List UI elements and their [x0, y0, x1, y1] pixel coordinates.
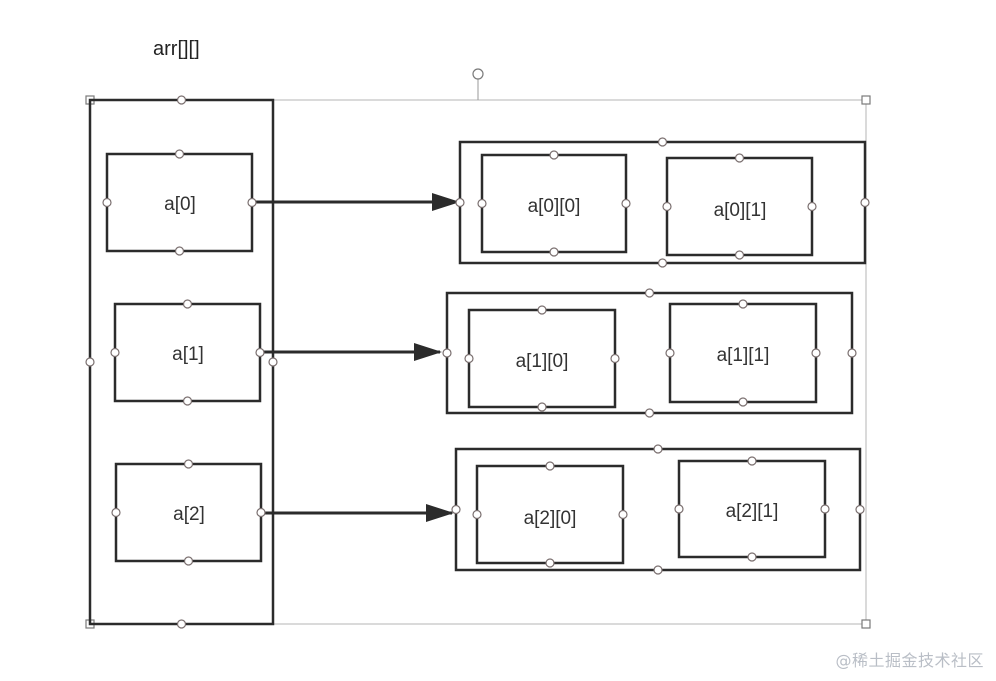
- rotate-handle[interactable]: [472, 68, 484, 80]
- connection-handle[interactable]: [85, 357, 95, 367]
- connection-handle[interactable]: [182, 299, 193, 309]
- connection-handle[interactable]: [256, 507, 266, 518]
- connection-handle[interactable]: [174, 149, 185, 159]
- connection-handle[interactable]: [183, 556, 194, 566]
- connection-handle[interactable]: [747, 552, 757, 562]
- connection-handle[interactable]: [455, 197, 465, 208]
- connection-handle[interactable]: [477, 198, 487, 209]
- inner-cell-label: a[0][1]: [714, 200, 767, 221]
- inner-cell-label: a[1][0]: [516, 351, 569, 372]
- connection-handle[interactable]: [820, 504, 830, 514]
- inner-cell-label: a[0][0]: [528, 196, 581, 217]
- connection-handle[interactable]: [442, 348, 452, 358]
- connection-handle[interactable]: [176, 619, 187, 629]
- connection-handle[interactable]: [747, 456, 757, 466]
- inner-cell-0-1[interactable]: a[0][1]: [665, 156, 814, 257]
- connection-handle[interactable]: [545, 558, 555, 568]
- connection-handle[interactable]: [174, 246, 185, 256]
- connection-handle[interactable]: [182, 396, 193, 406]
- corner-handle[interactable]: [861, 619, 871, 629]
- watermark: @稀土掘金技术社区: [835, 651, 984, 670]
- connection-handle[interactable]: [653, 444, 663, 454]
- connection-handle[interactable]: [811, 348, 821, 358]
- connection-handle[interactable]: [847, 348, 857, 358]
- connection-handle[interactable]: [268, 357, 278, 367]
- connection-handle[interactable]: [644, 288, 655, 298]
- connection-handle[interactable]: [644, 408, 655, 418]
- diagram-title: arr[][]: [153, 38, 200, 60]
- inner-cell-label: a[2][1]: [726, 501, 779, 522]
- inner-cell-label: a[1][1]: [717, 345, 770, 366]
- connection-handle[interactable]: [618, 509, 628, 520]
- connection-handle[interactable]: [110, 347, 120, 358]
- connection-handle[interactable]: [176, 95, 187, 105]
- connection-handle[interactable]: [657, 258, 668, 268]
- connection-handle[interactable]: [472, 509, 482, 520]
- connection-handle[interactable]: [734, 153, 745, 163]
- inner-cell-1-0[interactable]: a[1][0]: [467, 308, 617, 409]
- connection-handle[interactable]: [549, 150, 559, 160]
- connection-handles: [85, 95, 870, 629]
- connection-handle[interactable]: [255, 347, 265, 358]
- inner-cell-label: a[2][0]: [524, 508, 577, 529]
- inner-cell-2-0[interactable]: a[2][0]: [475, 464, 625, 565]
- connection-handle[interactable]: [464, 353, 474, 364]
- connection-handle[interactable]: [102, 197, 112, 208]
- connection-handle[interactable]: [545, 461, 555, 471]
- inner-cell-2-1[interactable]: a[2][1]: [677, 459, 827, 559]
- connection-handle[interactable]: [111, 507, 121, 518]
- connection-handle[interactable]: [653, 565, 663, 575]
- outer-item-label: a[2]: [173, 504, 205, 525]
- connection-handle[interactable]: [662, 201, 672, 212]
- connection-handle[interactable]: [657, 137, 668, 147]
- outer-item-2[interactable]: a[2]: [114, 462, 263, 563]
- corner-handle[interactable]: [861, 95, 871, 105]
- connection-handle[interactable]: [674, 504, 684, 514]
- outer-item-1[interactable]: a[1]: [113, 302, 262, 403]
- connection-handle[interactable]: [537, 402, 547, 412]
- connection-handle[interactable]: [549, 247, 559, 257]
- outer-item-label: a[1]: [172, 344, 204, 365]
- inner-cell-0-0[interactable]: a[0][0]: [480, 153, 628, 254]
- connection-handle[interactable]: [860, 197, 870, 208]
- connection-handle[interactable]: [734, 250, 745, 260]
- connection-handle[interactable]: [807, 201, 817, 212]
- connection-handle[interactable]: [621, 198, 631, 209]
- connection-handle[interactable]: [738, 397, 748, 407]
- connection-handle[interactable]: [610, 353, 620, 364]
- connection-handle[interactable]: [665, 348, 675, 358]
- inner-cell-1-1[interactable]: a[1][1]: [668, 302, 818, 404]
- connection-handle[interactable]: [738, 299, 748, 309]
- connection-handle[interactable]: [247, 197, 257, 208]
- connection-handle[interactable]: [183, 459, 194, 469]
- connection-handle[interactable]: [451, 504, 461, 515]
- outer-item-0[interactable]: a[0]: [105, 152, 254, 253]
- outer-item-label: a[0]: [164, 194, 196, 215]
- connection-handle[interactable]: [537, 305, 547, 315]
- connection-handle[interactable]: [855, 504, 865, 515]
- inner-row-0[interactable]: [458, 140, 867, 265]
